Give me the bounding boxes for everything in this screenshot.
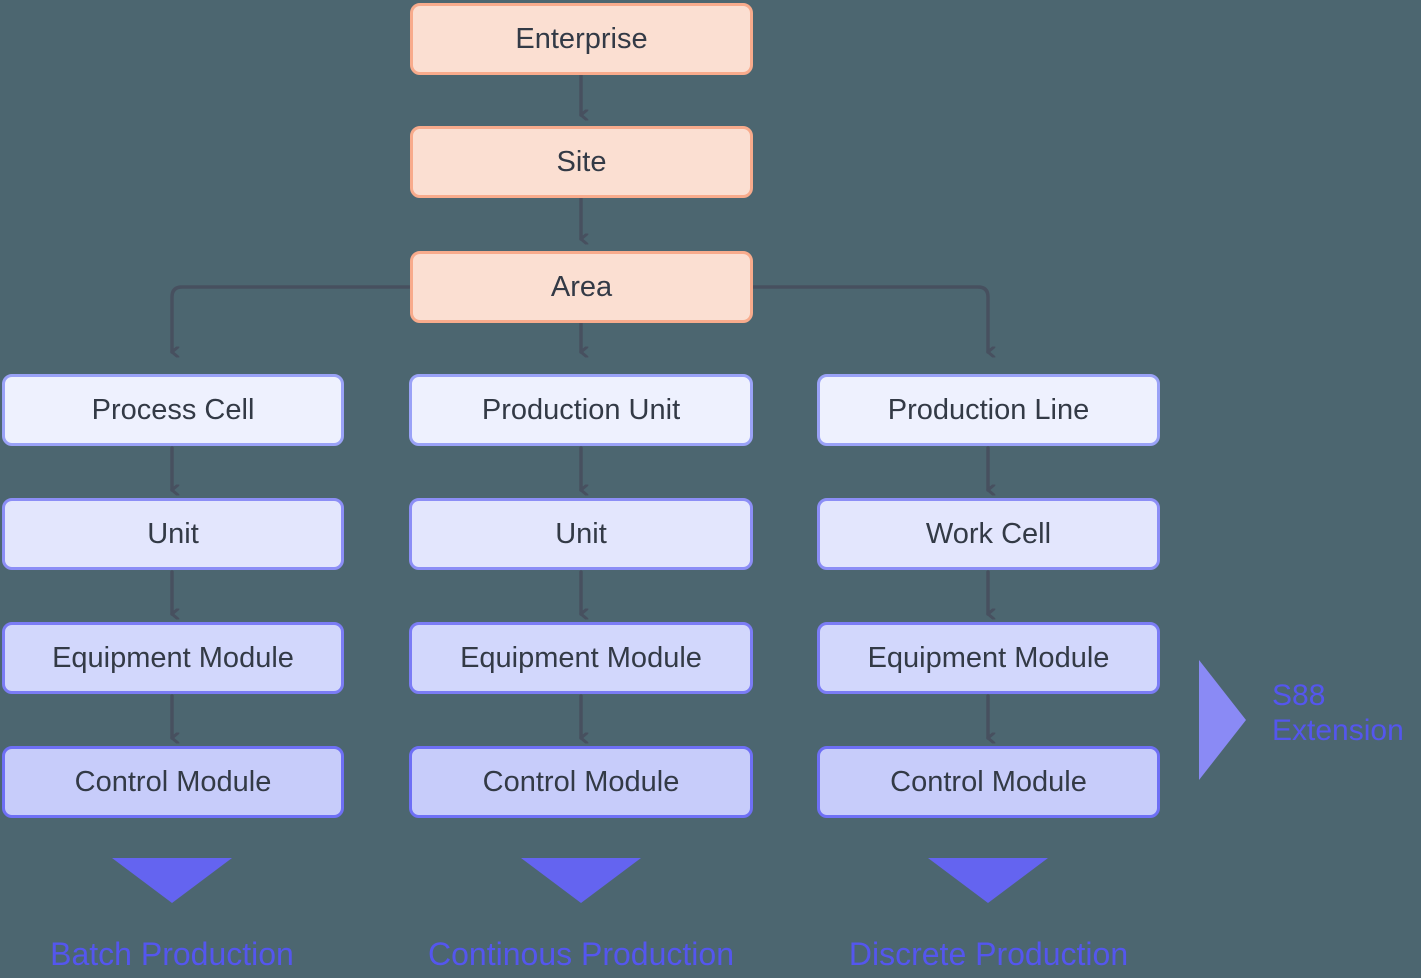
node-label: Work Cell	[925, 517, 1052, 550]
node-control-module-batch[interactable]: Control Module	[2, 746, 344, 818]
node-label: Production Unit	[481, 393, 681, 426]
node-equipment-module-discrete[interactable]: Equipment Module	[817, 622, 1160, 694]
node-label: Equipment Module	[460, 641, 702, 674]
node-enterprise[interactable]: Enterprise	[410, 3, 753, 75]
node-unit-continuous[interactable]: Unit	[409, 498, 753, 570]
node-label: Enterprise	[515, 22, 648, 55]
node-label: Control Module	[482, 765, 680, 798]
node-area[interactable]: Area	[410, 251, 753, 323]
node-equipment-module-batch[interactable]: Equipment Module	[2, 622, 344, 694]
node-work-cell[interactable]: Work Cell	[817, 498, 1160, 570]
node-label: Site	[556, 145, 607, 178]
caption-discrete-production: Discrete Production	[848, 936, 1129, 972]
s88-extension-line1: S88	[1272, 679, 1326, 712]
node-production-line[interactable]: Production Line	[817, 374, 1160, 446]
node-label: Unit	[555, 517, 607, 550]
node-control-module-discrete[interactable]: Control Module	[817, 746, 1160, 818]
s88-extension-marker	[1199, 660, 1246, 780]
node-unit-batch[interactable]: Unit	[2, 498, 344, 570]
s88-extension-label: S88 Extension	[1272, 678, 1404, 749]
caption-continuous-production: Continous Production	[428, 936, 734, 972]
node-label: Control Module	[890, 765, 1087, 798]
node-label: Equipment Module	[52, 641, 294, 674]
node-label: Equipment Module	[867, 641, 1110, 674]
node-equipment-module-continuous[interactable]: Equipment Module	[409, 622, 753, 694]
node-label: Unit	[147, 517, 199, 550]
node-control-module-continuous[interactable]: Control Module	[409, 746, 753, 818]
node-site[interactable]: Site	[410, 126, 753, 198]
node-label: Production Line	[887, 393, 1090, 426]
node-label: Area	[550, 270, 613, 303]
node-label: Process Cell	[91, 393, 255, 426]
node-label: Control Module	[74, 765, 272, 798]
node-production-unit[interactable]: Production Unit	[409, 374, 753, 446]
caption-batch-production: Batch Production	[50, 936, 294, 972]
s88-extension-line2: Extension	[1272, 714, 1404, 748]
outcome-arrows	[112, 858, 1048, 903]
node-process-cell[interactable]: Process Cell	[2, 374, 344, 446]
